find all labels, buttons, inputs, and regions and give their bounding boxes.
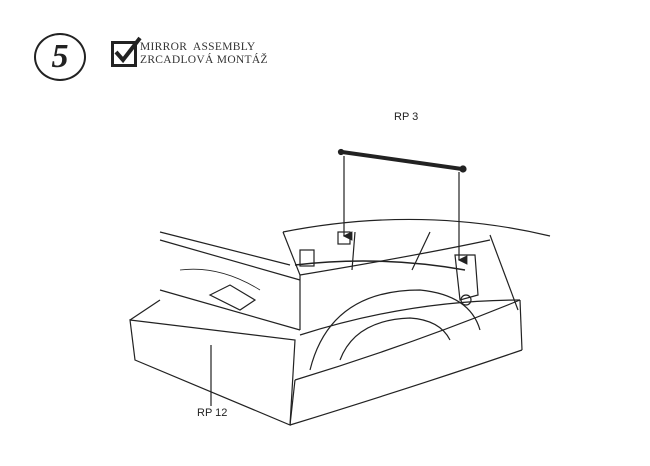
step-number: 5 [51, 38, 69, 75]
rod-part-rp3 [337, 148, 468, 265]
title-english: MIRROR ASSEMBLY [140, 41, 256, 53]
label-rp3: RP 3 [394, 111, 419, 123]
title-czech: ZRCADLOVÁ MONTÁŽ [140, 54, 268, 66]
base-part-rp12 [129, 231, 301, 426]
step-title: MIRROR ASSEMBLY ZRCADLOVÁ MONTÁŽ [140, 41, 268, 67]
label-rp12: RP 12 [197, 407, 228, 419]
checkmark-icon [114, 36, 142, 64]
mirror-housing [282, 218, 551, 426]
completed-checkbox[interactable] [111, 36, 142, 67]
step-number-badge: 5 [34, 33, 86, 81]
